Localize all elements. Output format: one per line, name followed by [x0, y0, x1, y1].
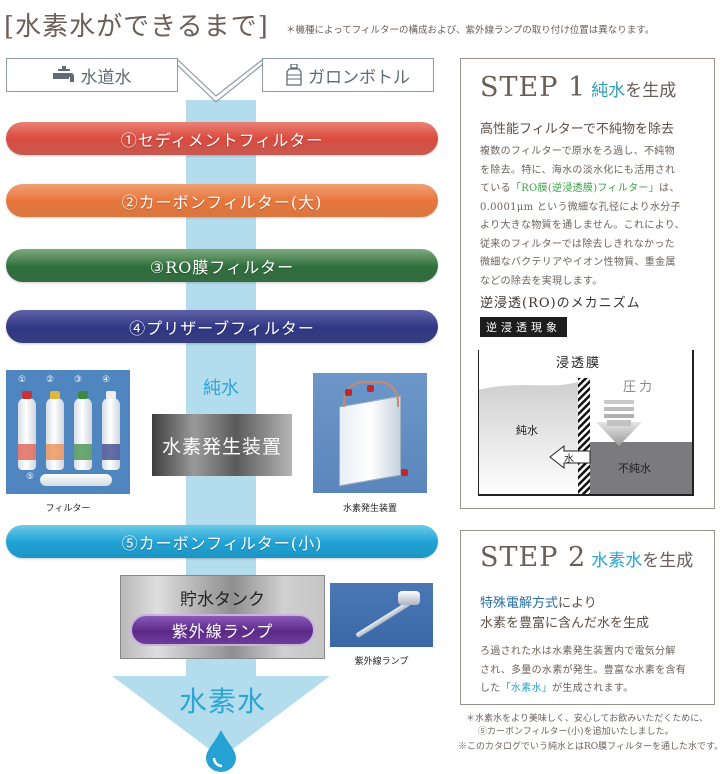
- filter-cartridge-3: [74, 391, 92, 470]
- step1-body: 複数のフィルターで原水をろ過し、不純物 を除去。特に、海水の淡水化にも活用され …: [480, 146, 685, 287]
- uv-lamp-label: 紫外線ランプ: [171, 622, 274, 641]
- filter-cartridge-1: [18, 391, 36, 470]
- footnote-2: ⑤カーボンフィルター(小)を追加いたしました。: [478, 727, 674, 737]
- water-arrow-label: 水: [564, 454, 574, 465]
- hydrogen-water-highlight: 「水素水」: [500, 683, 553, 694]
- tap-water-label: 水道水: [80, 67, 132, 88]
- header-note: ＊機種によってフィルターの構成および、紫外線ランプの取り付け位置は異なります。: [286, 25, 655, 36]
- step2-heading: STEP 2 水素水を生成: [480, 542, 694, 573]
- faucet-icon: [52, 66, 74, 82]
- ro-filter-highlight: 「RO膜(逆浸透膜)フィルター」: [510, 183, 660, 194]
- generator-caption: 水素発生装置: [342, 504, 397, 514]
- filter-cartridge-4: [102, 391, 120, 470]
- page-title: [水素水ができるまで]: [4, 12, 269, 42]
- water-drop-icon: [206, 730, 236, 772]
- uv-lamp-photo: [330, 583, 433, 647]
- step2-panel: [460, 530, 715, 705]
- ro-diagram: 浸透膜 圧力 純水 不純水 水: [478, 350, 702, 500]
- filter-bar-sediment: ①セディメントフィルター: [6, 122, 438, 155]
- source-tap-water: 水道水: [6, 58, 178, 92]
- hydrogen-generator-box: 水素発生装置: [152, 414, 292, 476]
- membrane-label: 浸透膜: [556, 356, 602, 371]
- pure-water-side-label: 純水: [516, 424, 538, 437]
- filter-bar-ro-membrane: ③RO膜フィルター: [6, 249, 438, 282]
- ro-mechanism-title: 逆浸透(RO)のメカニズム: [480, 296, 641, 311]
- filters-caption: フィルター: [45, 504, 91, 514]
- uv-lamp-pill: 紫外線ランプ: [130, 614, 315, 646]
- footnote-1: ＊水素水をより美味しく、安心してお飲みいただくために、: [466, 714, 709, 724]
- ro-diagram-graphic: [478, 350, 694, 496]
- hydrogen-generator-label: 水素発生装置: [161, 435, 282, 458]
- generator-photo: [313, 373, 427, 493]
- filters-photo: ① ② ③ ④ ⑤: [6, 370, 130, 494]
- gallon-bottle-label: ガロンボトル: [308, 67, 410, 88]
- water-bottle-icon: [286, 64, 302, 86]
- source-connector: [171, 59, 269, 103]
- step1-subheading: 高性能フィルターで不純物を除去: [480, 122, 674, 137]
- source-gallon-bottle: ガロンボトル: [262, 58, 434, 92]
- hydrogen-water-label: 水素水: [178, 685, 266, 718]
- pure-water-label: 純水: [203, 378, 239, 399]
- impure-water-label: 不純水: [618, 462, 651, 475]
- filter-bar-carbon-large: ②カーボンフィルター(大): [6, 184, 438, 217]
- flow-arrow-down-icon: [112, 676, 330, 758]
- filter-cartridge-2: [46, 391, 64, 470]
- storage-tank-label: 貯水タンク: [180, 590, 265, 610]
- filter-bar-preserve: ④プリザーブフィルター: [6, 310, 438, 343]
- footnote-3: ※このカタログでいう純水とはRO膜フィルターを通した水です。: [458, 742, 720, 752]
- pressure-label: 圧力: [623, 380, 656, 395]
- filter-cartridge-5: [40, 474, 112, 486]
- step2-subheading: 特殊電解方式により 水素を豊富に含んだ水を生成: [480, 596, 650, 631]
- ro-mechanism-badge: 逆浸透現象: [480, 317, 567, 337]
- step1-heading: STEP 1 純水を生成: [480, 72, 677, 103]
- filter-bar-carbon-small: ⑤カーボンフィルター(小): [6, 525, 438, 558]
- uv-lamp-caption: 紫外線ランプ: [354, 657, 409, 667]
- step2-body: ろ過された水は水素発生装置内で電気分解 され、多量の水素が発生。豊富な水素を含有…: [480, 646, 687, 694]
